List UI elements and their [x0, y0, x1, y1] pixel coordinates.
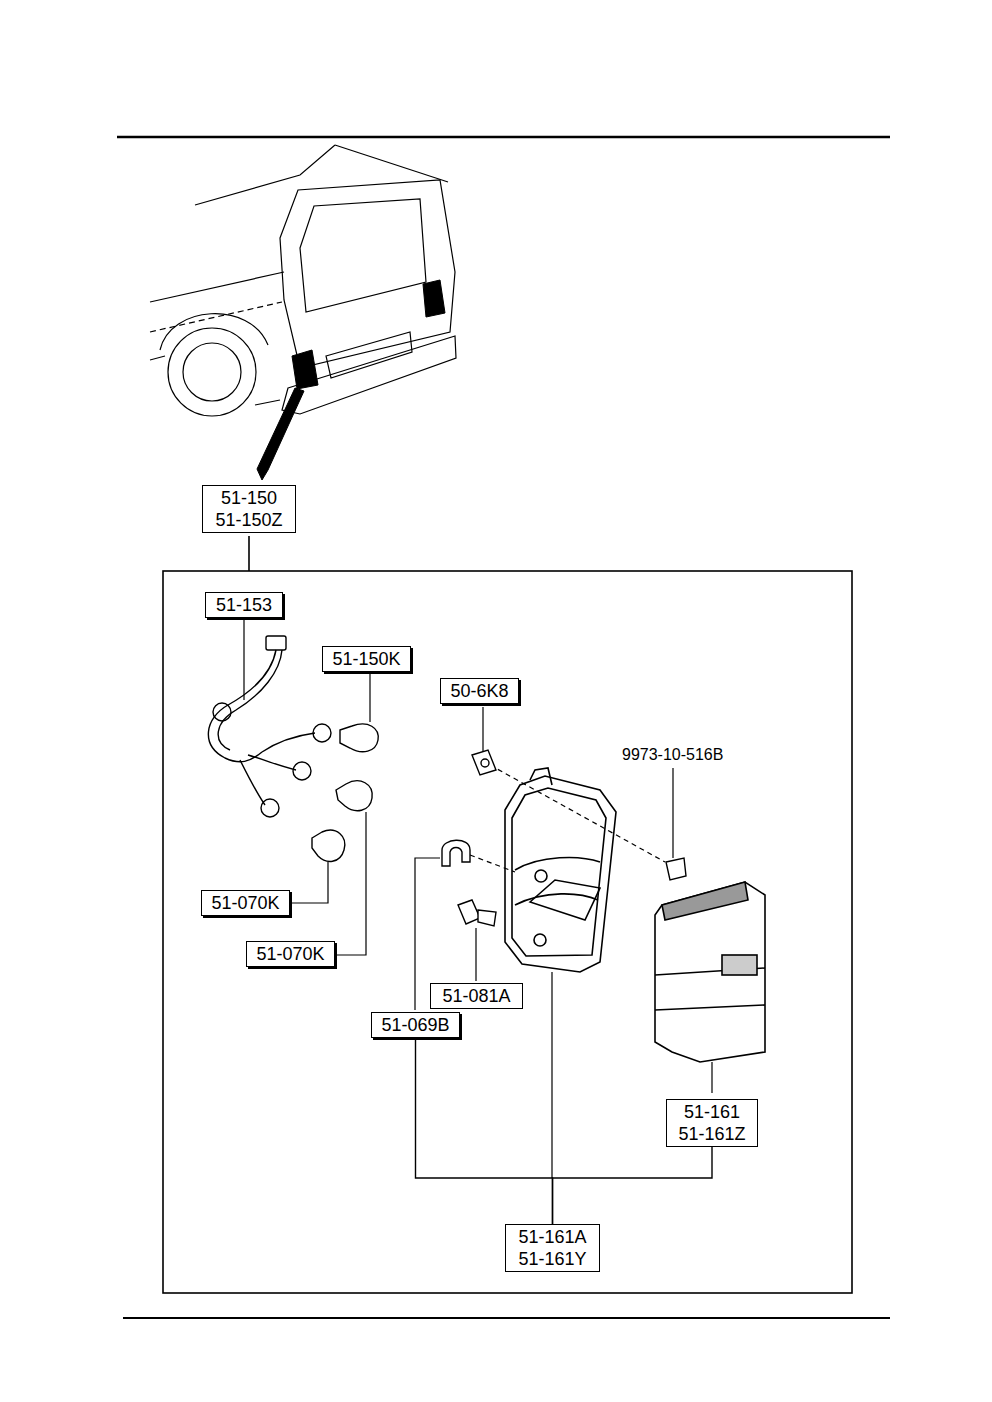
wire-harness: [313, 724, 331, 742]
clip-and-screw: [481, 759, 489, 767]
part-number-box: 50-6K8: [440, 678, 519, 704]
leader-line: [482, 707, 483, 752]
leader-line: [551, 972, 552, 1178]
page-rule: [117, 136, 890, 139]
vehicle-sketch: [282, 336, 456, 414]
leader-line: [672, 768, 673, 858]
lamp-housing: [515, 857, 600, 870]
lamp-housing: [530, 768, 552, 785]
part-number: 51-069B: [379, 1014, 452, 1036]
vehicle-sketch: [280, 180, 455, 368]
clip-and-screw: [666, 858, 686, 880]
wire-harness: [262, 733, 315, 752]
lamp-housing: [515, 894, 598, 905]
vehicle-sketch: [335, 145, 448, 182]
clip-and-screw: [478, 910, 496, 926]
lamp-housing: [512, 788, 606, 956]
vehicle-sketch: [160, 314, 268, 350]
lamp-lens: [655, 882, 765, 1062]
assembly-frame: [163, 571, 852, 1293]
vehicle-sketch: [326, 332, 412, 378]
leader-line: [292, 862, 328, 903]
leader-line: [337, 812, 366, 955]
part-number-box: 51-161A51-161Y: [505, 1224, 600, 1272]
part-number: 51-150Z: [210, 509, 288, 531]
part-number-box: 51-16151-161Z: [666, 1099, 758, 1147]
part-number-box: 51-150K: [322, 646, 411, 672]
leader-line: [243, 620, 244, 700]
part-number: 51-161A: [513, 1226, 592, 1248]
assembly-frame: [248, 536, 250, 571]
bracket-line: [553, 1147, 713, 1224]
tail-lamp-highlight: [257, 280, 445, 480]
leader-line: [369, 674, 370, 722]
part-number: 51-161Y: [513, 1248, 592, 1270]
vehicle-sketch: [150, 356, 165, 360]
wire-harness: [208, 636, 331, 817]
vehicle-sketch: [150, 302, 282, 332]
lamp-housing: [534, 934, 546, 946]
bulb: [312, 724, 378, 861]
assembly-line: [490, 765, 665, 862]
wire-harness: [293, 762, 311, 780]
lamp-lens: [655, 882, 765, 1062]
clip-and-screw: [442, 750, 686, 926]
clip-and-screw: [472, 750, 496, 775]
part-number: 50-6K8: [448, 680, 511, 702]
bulb: [312, 830, 345, 861]
part-number: 51-161: [674, 1101, 750, 1123]
lamp-lens: [655, 1005, 765, 1010]
lamp-lens: [662, 882, 748, 920]
bulb: [336, 781, 372, 811]
vehicle-sketch: [300, 199, 426, 312]
part-number: 51-150: [210, 487, 288, 509]
part-number-box: 51-070K: [201, 890, 290, 916]
lamp-housing: [505, 776, 616, 972]
page-rule: [123, 1317, 890, 1319]
part-number-box: 51-15051-150Z: [202, 485, 296, 533]
lamp-lens: [722, 955, 757, 975]
wire-harness: [266, 636, 286, 650]
tail-lamp-highlight: [423, 280, 445, 317]
part-number: 51-070K: [254, 943, 327, 965]
vehicle-sketch: [195, 145, 335, 205]
leader-line: [475, 928, 476, 981]
part-number-box: 51-153: [205, 592, 283, 618]
wire-harness: [261, 799, 279, 817]
part-number-box: 51-081A: [430, 983, 523, 1009]
wire-harness: [213, 703, 231, 721]
part-number: 51-161Z: [674, 1123, 750, 1145]
bulb: [340, 724, 378, 752]
leader-line: [244, 620, 712, 1178]
wire-harness: [240, 760, 265, 805]
vehicle-sketch: [168, 328, 256, 416]
lamp-housing: [505, 768, 616, 972]
part-number: 51-081A: [438, 985, 515, 1007]
assembly-frame: [163, 536, 852, 1293]
part-number: 9973-10-516B: [620, 745, 725, 765]
vehicle-sketch: [183, 343, 241, 401]
vehicle-sketch: [255, 400, 280, 405]
part-number: 51-153: [213, 594, 275, 616]
bracket-line: [416, 1038, 553, 1224]
tail-lamp-highlight: [257, 388, 304, 480]
vehicle-sketch: [150, 145, 456, 416]
tail-lamp-highlight: [292, 350, 318, 389]
part-number: 51-070K: [209, 892, 282, 914]
clip-and-screw: [458, 900, 480, 924]
assembly-line: [470, 855, 515, 872]
clip-and-screw: [442, 840, 470, 866]
part-number-box: 51-069B: [371, 1012, 460, 1038]
lamp-housing: [530, 880, 600, 920]
part-number-box: 51-070K: [246, 941, 335, 967]
leader-line: [711, 1062, 712, 1093]
part-number: 51-150K: [330, 648, 403, 670]
wire-harness: [218, 650, 282, 750]
wire-harness: [248, 755, 296, 770]
lamp-housing: [535, 870, 547, 882]
page-rule: [117, 137, 890, 1318]
vehicle-sketch: [150, 272, 284, 302]
